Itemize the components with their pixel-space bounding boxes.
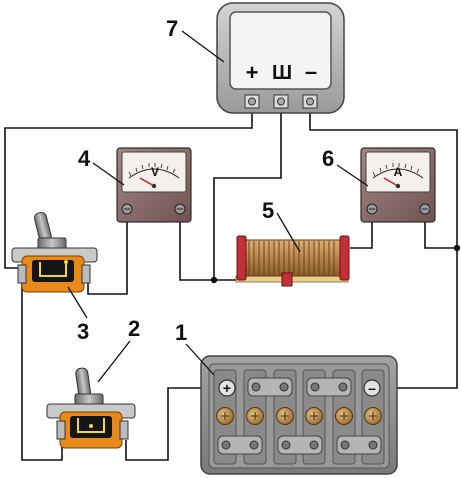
switch-3-terminal-left: [17, 264, 27, 284]
rheostat-coil: [243, 239, 343, 277]
junctions: [210, 244, 461, 284]
switch-2-terminal-left: [56, 420, 66, 440]
callout-2: 2: [128, 316, 140, 341]
callout-7-leader: [181, 30, 225, 63]
wire-switch2-battery: [125, 387, 226, 461]
junction-dot: [210, 276, 218, 284]
rheostat-cap-right: [339, 235, 350, 281]
callout-1-leader: [185, 343, 215, 376]
wires: [4, 108, 458, 461]
wire-regulator-minus: [309, 108, 458, 389]
wire-regulator-sh: [213, 108, 282, 280]
regulator-plus-label: +: [246, 60, 259, 85]
callout-1: 1: [175, 320, 187, 345]
ammeter-dial: [365, 151, 431, 193]
wire-voltmeter-resistor: [179, 209, 236, 281]
ammeter-pivot: [395, 183, 401, 189]
battery-plus-label: +: [223, 380, 231, 396]
callout-3: 3: [77, 319, 89, 344]
terminal-screw-head: [248, 97, 256, 106]
voltmeter-pivot: [151, 183, 157, 189]
voltmeter-scale: [128, 168, 180, 179]
switch-3-cavity: [32, 260, 74, 282]
regulator-face: [229, 11, 332, 90]
ammeter-needle: [383, 177, 399, 187]
rheostat: [235, 235, 350, 287]
regulator-sh-label: Ш: [272, 62, 292, 84]
switch-2: [46, 367, 136, 449]
battery-minus-label: –: [368, 380, 376, 396]
switch-2-contact-dot: [89, 424, 93, 428]
callout-2-leader: [97, 340, 131, 383]
voltmeter-dial: [121, 151, 187, 193]
rheostat-cap-left: [236, 235, 247, 281]
voltmeter-letter: V: [151, 165, 159, 179]
switch-3-contact-dot: [64, 260, 68, 264]
rheostat-slider: [281, 272, 293, 287]
battery: + –: [200, 355, 398, 475]
regulator-minus-label: –: [305, 59, 317, 84]
rheostat-windings: [248, 241, 335, 275]
switch-3-terminal-right: [81, 264, 91, 284]
ammeter-letter: A: [394, 165, 403, 179]
regulator: + Ш –: [216, 2, 345, 114]
callout-6: 6: [322, 146, 334, 171]
wire-voltmeter-switch3: [87, 209, 128, 295]
battery-minus-terminal: [363, 379, 381, 397]
battery-link-bolts: [221, 382, 378, 450]
callouts: 7 4 6 5 3 2 1: [67, 16, 369, 383]
voltmeter-needle: [139, 177, 155, 187]
wire-switch3-switch2: [21, 283, 63, 461]
callout-5-leader: [276, 212, 301, 253]
callout-7: 7: [166, 16, 178, 41]
switch-3: [11, 211, 98, 293]
switch-2-contact: [77, 418, 105, 433]
junction-dot: [453, 244, 461, 252]
battery-fill-cap-crosses: [221, 412, 377, 420]
callout-5: 5: [262, 198, 274, 223]
callout-4-leader: [92, 162, 125, 186]
terminal-screw-head: [306, 97, 314, 106]
voltmeter: V: [116, 147, 192, 223]
callout-3-leader: [67, 286, 88, 319]
battery-links: [217, 377, 382, 455]
callout-6-leader: [336, 164, 369, 187]
ammeter: A: [360, 147, 436, 223]
switch-3-contact: [39, 262, 67, 277]
regulator-terminal-screws: [244, 94, 318, 109]
ammeter-scale: [372, 168, 424, 179]
callout-4: 4: [78, 146, 91, 171]
terminal-screw-head: [277, 97, 285, 106]
battery-plus-terminal: [218, 379, 236, 397]
wire-regulator-plus: [4, 108, 253, 269]
switch-2-terminal-right: [119, 420, 129, 440]
